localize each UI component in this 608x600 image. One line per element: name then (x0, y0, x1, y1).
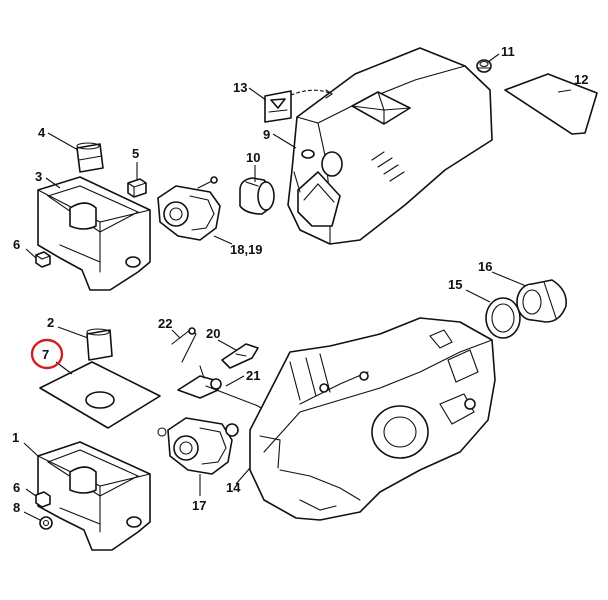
part-5-block (127, 178, 147, 198)
part-16-manifold (516, 279, 568, 323)
part-1-filter-housing (37, 441, 151, 551)
part-14-engine-housing (249, 317, 496, 521)
callout-16: 16 (478, 259, 492, 274)
part-13-label (264, 89, 333, 123)
part-6-nut-top (35, 251, 51, 268)
leader-lines (23, 53, 572, 521)
callout-7: 7 (42, 347, 49, 362)
part-3-filter-housing (37, 176, 151, 291)
part-12-sheet (504, 73, 598, 135)
callout-9: 9 (263, 127, 270, 142)
part-20-lever (221, 343, 259, 369)
callout-5: 5 (132, 146, 139, 161)
callout-3: 3 (35, 169, 42, 184)
part-6-nut-bottom (35, 491, 51, 508)
part-10-knob (239, 177, 275, 215)
part-22-rod (171, 327, 197, 363)
part-11-screw (476, 59, 492, 73)
callout-14: 14 (226, 480, 241, 495)
part-8-nut (39, 516, 53, 530)
part-18-19-carburetor (157, 176, 221, 241)
callout-22: 22 (158, 316, 172, 331)
callout-21: 21 (246, 368, 260, 383)
callout-8: 8 (13, 500, 20, 515)
callout-6b: 6 (13, 480, 20, 495)
callout-2: 2 (47, 315, 54, 330)
callout-20: 20 (206, 326, 220, 341)
callout-15: 15 (448, 277, 462, 292)
part-7-filter-plate (39, 361, 161, 429)
callout-11: 11 (501, 44, 515, 59)
callout-12: 12 (574, 72, 588, 87)
part-15-ring (485, 297, 521, 339)
callout-4: 4 (38, 125, 46, 140)
callout-18-19: 18,19 (230, 242, 263, 257)
callout-labels: 1 2 3 4 5 6 6 7 8 9 10 11 12 13 14 15 16… (12, 44, 588, 515)
callout-13: 13 (233, 80, 247, 95)
callout-1: 1 (12, 430, 19, 445)
part-17-carburetor (157, 417, 239, 475)
part-4-sleeve (76, 142, 104, 173)
highlight-circle (30, 338, 64, 370)
callout-6a: 6 (13, 237, 20, 252)
part-2-sleeve (86, 328, 113, 361)
part-21-shaft-assembly (177, 365, 265, 411)
part-9-shroud (287, 47, 493, 245)
callout-17: 17 (192, 498, 206, 513)
callout-10: 10 (246, 150, 260, 165)
